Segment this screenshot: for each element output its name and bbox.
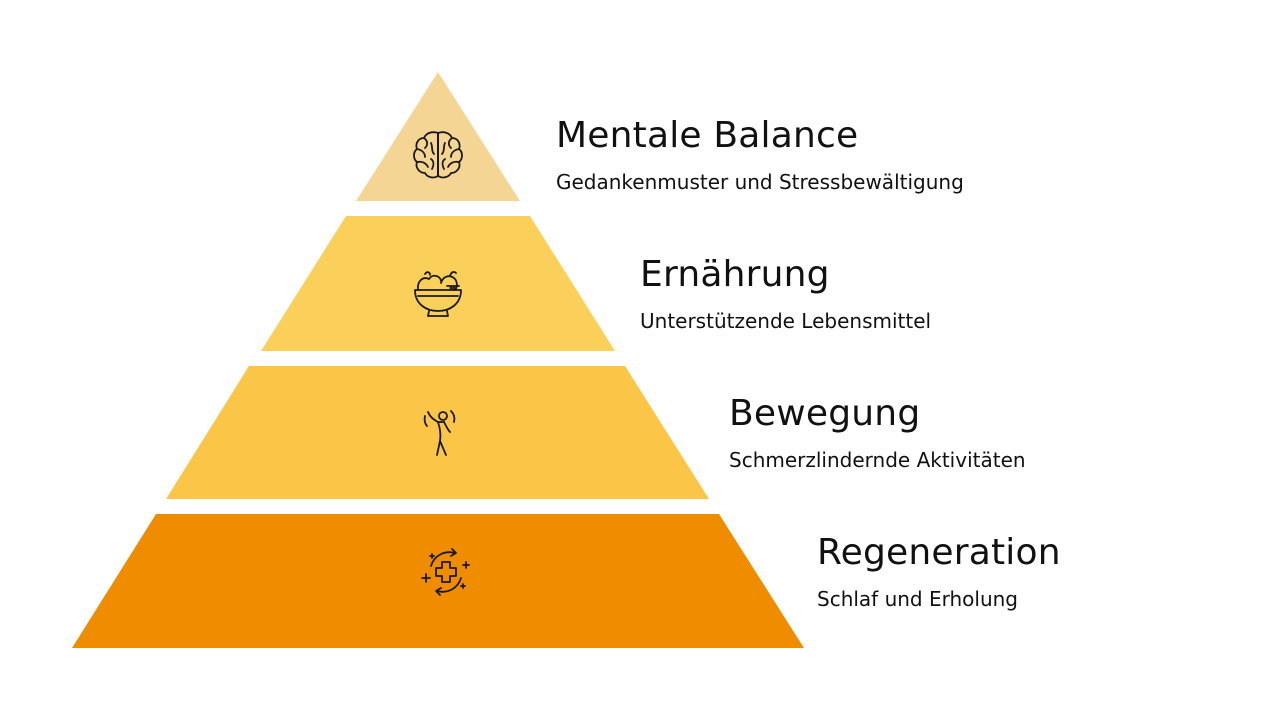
brain-icon (413, 131, 463, 179)
pyramid-level-3 (166, 366, 709, 499)
level-3-text: Bewegung Schmerzlindernde Aktivitäten (729, 392, 1026, 474)
level-3-description: Schmerzlindernde Aktivitäten (729, 448, 1026, 472)
level-1-description: Gedankenmuster und Stressbewältigung (556, 170, 964, 194)
level-4-description: Schlaf und Erholung (817, 587, 1019, 611)
level-2-title: Ernährung (640, 254, 830, 295)
level-1-title: Mentale Balance (556, 115, 859, 156)
level-1-text: Mentale Balance Gedankenmuster und Stres… (556, 114, 964, 196)
level-3-title: Bewegung (729, 393, 921, 434)
health-cycle-icon (421, 548, 470, 596)
level-4-title: Regeneration (817, 532, 1061, 573)
level-2-text: Ernährung Unterstützende Lebensmittel (640, 253, 931, 335)
pyramid-level-4 (72, 514, 804, 648)
level-4-text: Regeneration Schlaf und Erholung (817, 531, 1061, 613)
level-2-description: Unterstützende Lebensmittel (640, 309, 932, 333)
fruit-bowl-icon (414, 271, 462, 317)
person-exercise-icon (423, 410, 456, 456)
pyramid-level-2 (261, 216, 615, 351)
